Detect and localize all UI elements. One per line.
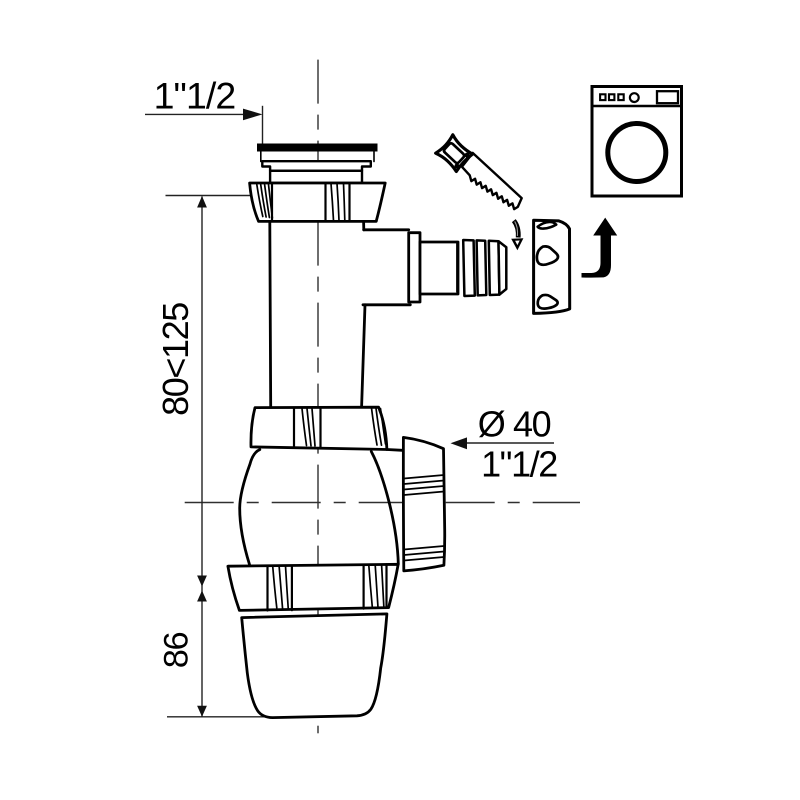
svg-text:80<125: 80<125 (155, 303, 196, 416)
svg-text:1"1/2: 1"1/2 (154, 75, 236, 117)
svg-text:86: 86 (158, 633, 196, 669)
svg-text:1"1/2: 1"1/2 (481, 444, 557, 485)
svg-text:Ø 40: Ø 40 (478, 404, 551, 445)
